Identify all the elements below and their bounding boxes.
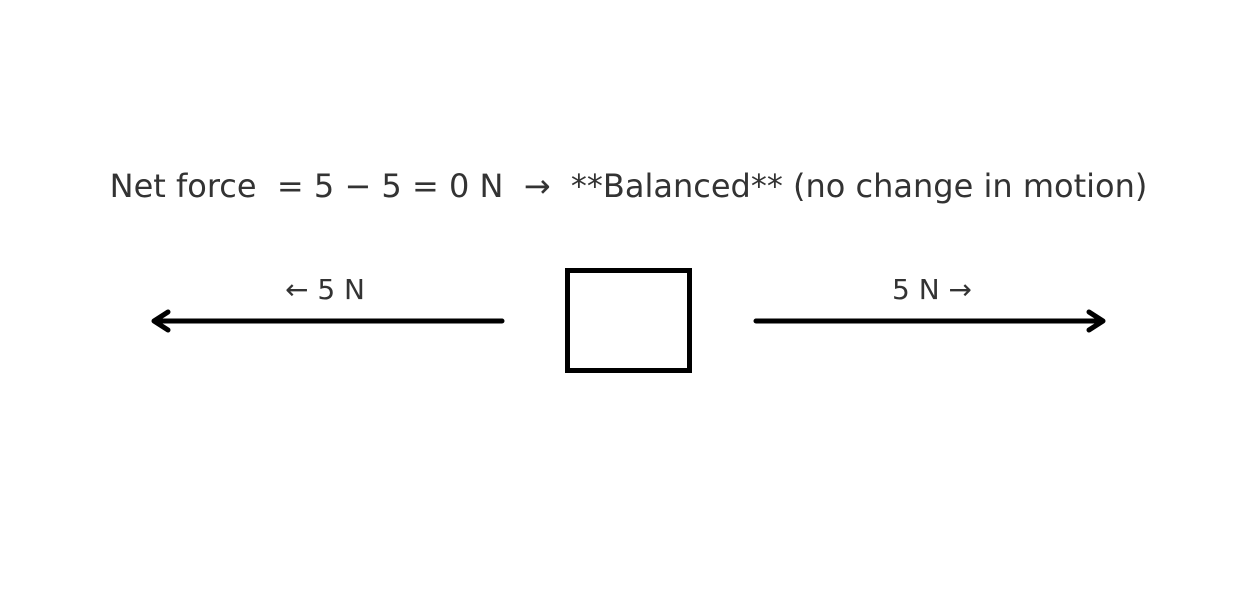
left-force-label: ← 5 N: [284, 273, 366, 306]
left-force-arrow: [151, 309, 505, 333]
right-force-label: 5 N →: [891, 273, 973, 306]
object-block: [565, 268, 692, 373]
right-force-arrow: [753, 309, 1106, 333]
net-force-statement: Net force = 5 − 5 = 0 N → **Balanced** (…: [109, 167, 1148, 205]
